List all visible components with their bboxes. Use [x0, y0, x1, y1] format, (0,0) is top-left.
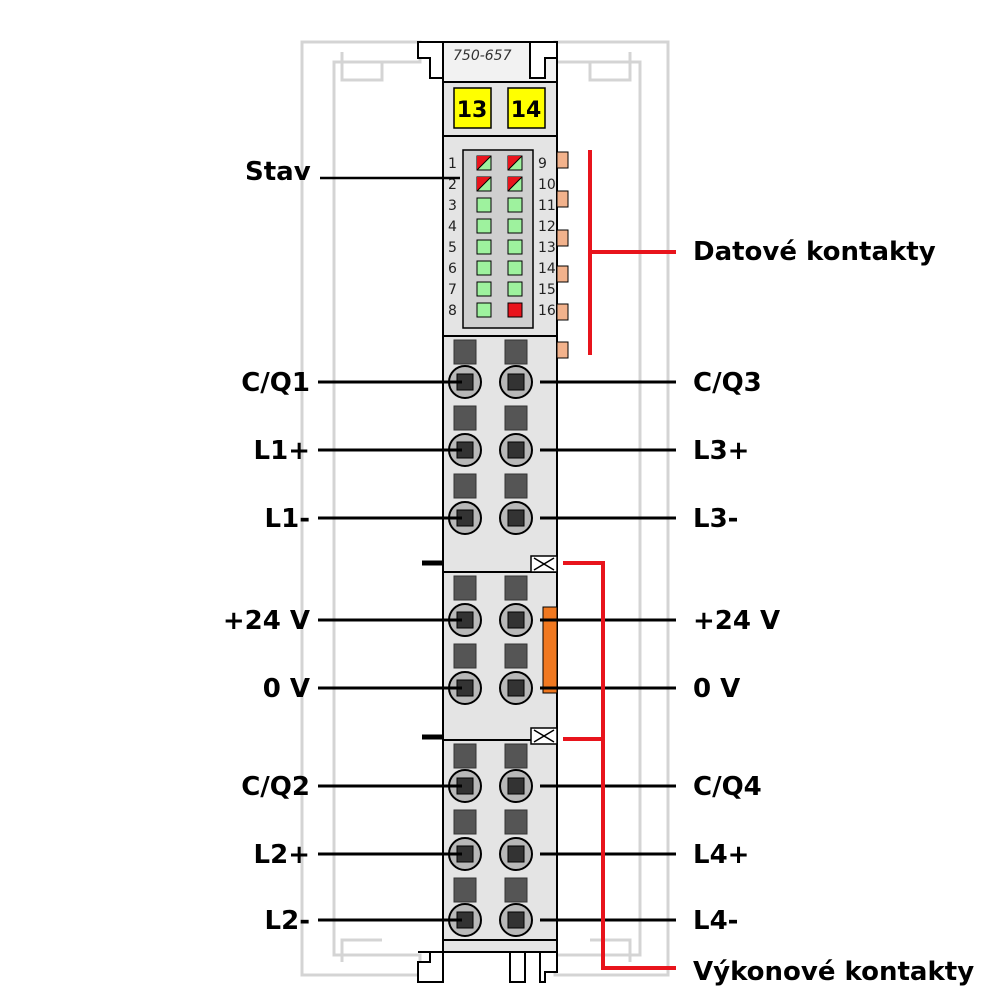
- release-slot[interactable]: [453, 809, 477, 835]
- power-contacts-label: Výkonové kontakty: [693, 957, 974, 987]
- led-5: [476, 239, 492, 255]
- connection-label-right: L4-: [693, 906, 738, 936]
- release-slot[interactable]: [453, 643, 477, 669]
- connection-label-left: C/Q2: [241, 772, 310, 802]
- led-number-left: 8: [448, 303, 457, 319]
- clamp-opening: [507, 509, 525, 527]
- led-3: [476, 197, 492, 213]
- data-contacts-label: Datové kontakty: [693, 237, 936, 267]
- release-slot[interactable]: [504, 643, 528, 669]
- led-number-left: 5: [448, 240, 457, 256]
- led-4: [476, 218, 492, 234]
- power-contacts-bracket: [563, 561, 676, 970]
- led-14: [507, 260, 523, 276]
- connection-label-right: 0 V: [693, 674, 740, 704]
- release-slot[interactable]: [504, 405, 528, 431]
- connection-label-left: L1+: [254, 436, 310, 466]
- data-contact: [556, 265, 569, 283]
- led-number-right: 16: [538, 303, 556, 319]
- release-slot[interactable]: [504, 473, 528, 499]
- led-number-right: 11: [538, 198, 556, 214]
- release-slot[interactable]: [453, 405, 477, 431]
- connection-label-right: C/Q3: [693, 368, 762, 398]
- connection-label-left: C/Q1: [241, 368, 310, 398]
- clamp-opening: [507, 441, 525, 459]
- status-label: Stav: [245, 157, 311, 187]
- terminal-marker-14-label: 14: [511, 98, 542, 123]
- release-slot[interactable]: [504, 743, 528, 769]
- led-13: [507, 239, 523, 255]
- clamp-opening: [507, 911, 525, 929]
- data-contacts-bracket: [588, 150, 676, 355]
- clamp-opening: [507, 373, 525, 391]
- led-2: [476, 176, 492, 192]
- led-number-left: 1: [448, 156, 457, 172]
- connection-label-right: L3-: [693, 504, 738, 534]
- led-8: [476, 302, 492, 318]
- led-number-left: 7: [448, 282, 457, 298]
- led-16: [507, 302, 523, 318]
- connection-label-left: L1-: [265, 504, 310, 534]
- power-jumper: [542, 606, 558, 694]
- data-contact: [556, 229, 569, 247]
- led-number-left: 2: [448, 177, 457, 193]
- part-number: 750-657: [453, 48, 512, 64]
- leader-lines: [318, 380, 676, 922]
- data-contacts: [556, 151, 569, 359]
- led-7: [476, 281, 492, 297]
- clamp-opening: [507, 845, 525, 863]
- led-number-right: 12: [538, 219, 556, 235]
- connection-label-right: L3+: [693, 436, 749, 466]
- release-slot[interactable]: [453, 339, 477, 365]
- led-number-right: 13: [538, 240, 556, 256]
- led-number-left: 4: [448, 219, 457, 235]
- release-slot[interactable]: [504, 809, 528, 835]
- terminal-marker-13: [453, 87, 492, 129]
- data-contact: [556, 151, 569, 169]
- led-10: [507, 176, 523, 192]
- led-9: [507, 155, 523, 171]
- release-slot[interactable]: [453, 877, 477, 903]
- terminal-markers: 13 14: [453, 87, 546, 129]
- led-15: [507, 281, 523, 297]
- connection-label-right: L4+: [693, 840, 749, 870]
- connection-label-left: L2-: [265, 906, 310, 936]
- terminal-marker-13-label: 13: [457, 98, 488, 123]
- data-contact: [556, 341, 569, 359]
- clamp-opening: [507, 611, 525, 629]
- led-number-right: 9: [538, 156, 547, 172]
- terminal-marker-14: [507, 87, 546, 129]
- clamp-opening: [507, 777, 525, 795]
- clamp-opening: [507, 679, 525, 697]
- led-1: [476, 155, 492, 171]
- connection-label-left: L2+: [254, 840, 310, 870]
- connection-label-right: +24 V: [693, 606, 780, 636]
- connection-label-left: +24 V: [223, 606, 310, 636]
- release-slot[interactable]: [504, 877, 528, 903]
- connection-label-right: C/Q4: [693, 772, 762, 802]
- led-6: [476, 260, 492, 276]
- terminal-clamps: [448, 339, 533, 937]
- release-slot[interactable]: [453, 743, 477, 769]
- data-contact: [556, 190, 569, 208]
- release-slot[interactable]: [453, 473, 477, 499]
- release-slot[interactable]: [504, 575, 528, 601]
- connection-label-left: 0 V: [263, 674, 310, 704]
- led-number-right: 15: [538, 282, 556, 298]
- release-slot[interactable]: [453, 575, 477, 601]
- led-number-left: 3: [448, 198, 457, 214]
- led-number-left: 6: [448, 261, 457, 277]
- led-number-right: 14: [538, 261, 556, 277]
- data-contact: [556, 303, 569, 321]
- led-number-right: 10: [538, 177, 556, 193]
- led-11: [507, 197, 523, 213]
- release-slot[interactable]: [504, 339, 528, 365]
- led-12: [507, 218, 523, 234]
